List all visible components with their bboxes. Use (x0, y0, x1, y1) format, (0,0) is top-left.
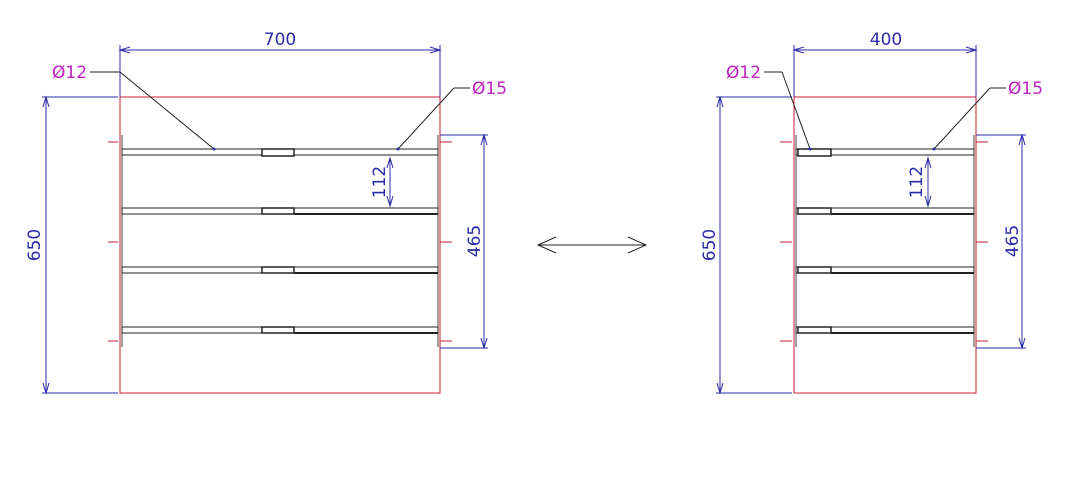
span-dimension (976, 133, 1026, 350)
spacing-label: 112 (370, 166, 390, 198)
rung-3 (121, 266, 439, 274)
view-narrow: 400 650 465 112 Ø12 (700, 30, 1043, 395)
frame-ticks (108, 141, 452, 342)
callout-left-tip (212, 147, 216, 151)
rung-3 (795, 266, 975, 274)
callout-right-leader (933, 87, 1006, 150)
width-label: 400 (870, 30, 902, 50)
spacing-dimension (386, 156, 394, 208)
spacing-dimension (924, 156, 932, 208)
callout-left-label: Ø12 (52, 63, 87, 83)
span-label: 465 (1003, 225, 1023, 257)
callout-left-leader (90, 71, 215, 150)
width-dimension (792, 45, 978, 97)
frame-ticks (780, 141, 988, 342)
view-wide: 700 650 465 112 (25, 30, 507, 395)
rung-2 (121, 207, 439, 215)
rung-4 (795, 326, 975, 334)
callout-left-label: Ø12 (726, 63, 761, 83)
height-label: 650 (700, 229, 720, 261)
rung-1 (795, 148, 975, 157)
double-arrow-icon (536, 236, 648, 254)
frame-outline (793, 96, 977, 394)
rung-2 (795, 207, 975, 215)
callout-right-leader (397, 87, 470, 150)
rung-4 (121, 326, 439, 334)
height-label: 650 (25, 229, 45, 261)
span-dimension (440, 133, 488, 350)
frame-outline (119, 96, 441, 394)
rung-1 (121, 148, 439, 157)
height-dimension (42, 95, 118, 395)
span-label: 465 (465, 225, 485, 257)
callout-right-label: Ø15 (1008, 79, 1043, 99)
callout-right-tip (932, 147, 936, 151)
callout-right-label: Ø15 (472, 79, 507, 99)
callout-left-tip (808, 147, 812, 151)
spacing-label: 112 (907, 166, 927, 198)
height-dimension (716, 95, 792, 395)
width-dimension (118, 45, 442, 97)
callout-right-tip (396, 147, 400, 151)
width-label: 700 (264, 30, 296, 50)
callout-left-leader (764, 71, 811, 150)
